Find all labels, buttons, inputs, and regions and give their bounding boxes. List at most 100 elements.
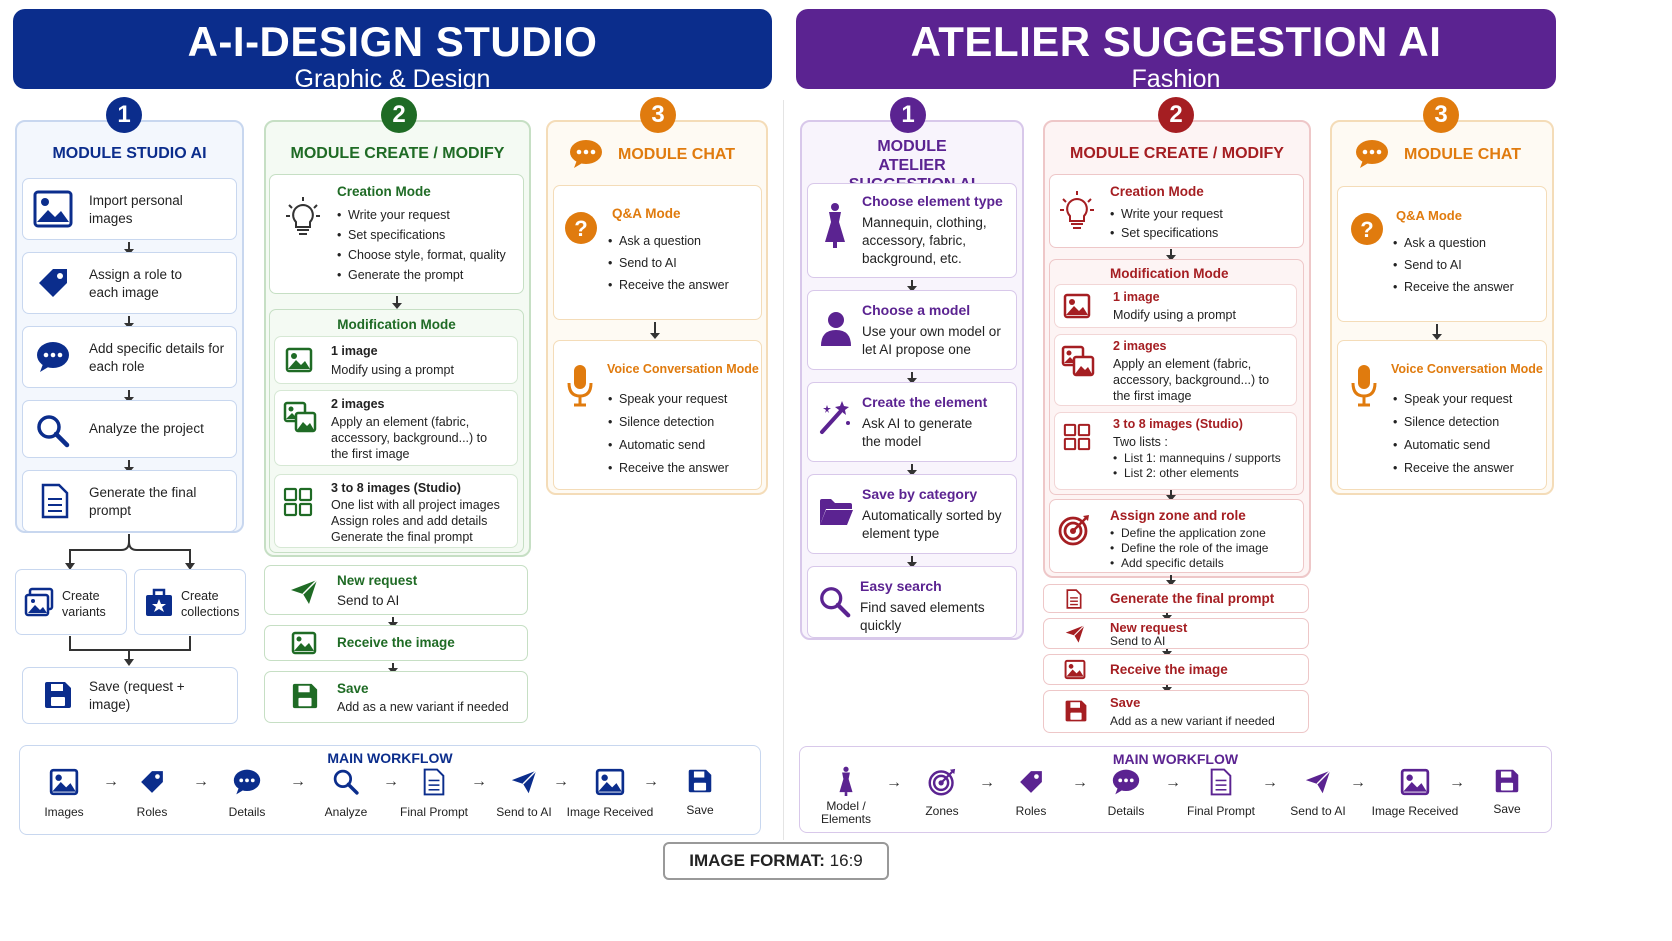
right-mod-3-8-images[interactable]: 3 to 8 images (Studio) Two lists : List … [1054, 412, 1297, 490]
left-voice-mode[interactable]: Voice Conversation Mode Speak your reque… [553, 340, 762, 490]
step-label: Save [686, 803, 714, 817]
label: 2 images [1113, 339, 1167, 353]
bullet: Receive the answer [1393, 276, 1514, 298]
left-mod-1-image[interactable]: 1 image Modify using a prompt [274, 336, 518, 384]
save-icon [45, 682, 71, 708]
bullet: Set specifications [337, 225, 506, 245]
document-icon [423, 768, 445, 796]
left-creation-bullets: Write your request Set specifications Ch… [337, 205, 506, 285]
right-qa-mode[interactable]: ? Q&A Mode Ask a question Send to AI Rec… [1337, 186, 1547, 322]
right-m1-save-category[interactable]: Save by category Automatically sorted by… [807, 474, 1017, 554]
label: Creation Mode [1110, 184, 1204, 199]
label: 3 to 8 images (Studio) [1113, 417, 1243, 431]
arrow: → [1449, 774, 1465, 791]
label: Find saved elements quickly [860, 600, 985, 633]
arrow [907, 464, 917, 476]
image-icon [1063, 293, 1091, 319]
grid-icon [283, 487, 313, 517]
arrow [907, 556, 917, 568]
right-creation-mode[interactable]: Creation Mode Write your request Set spe… [1049, 174, 1304, 248]
left-m1-number: 1 [106, 97, 142, 133]
save-icon [1495, 769, 1519, 793]
search-icon [820, 587, 851, 618]
search-icon [333, 769, 359, 795]
left-m1-save-card[interactable]: Save (request + image) [22, 667, 238, 724]
left-m1-item-role[interactable]: Assign a role to each image [22, 252, 237, 314]
bullet: Automatic send [1393, 434, 1514, 457]
left-qa-mode[interactable]: ? Q&A Mode Ask a question Send to AI Rec… [553, 185, 762, 320]
right-receive-image[interactable]: Receive the image [1043, 654, 1309, 685]
left-new-request[interactable]: New request Send to AI [264, 565, 528, 615]
arrow: → [643, 773, 659, 790]
workflow-step-roles: Roles [986, 768, 1076, 818]
right-main-workflow: MAIN WORKFLOW [799, 746, 1552, 833]
save-icon [688, 769, 712, 793]
left-m1-item-generate[interactable]: Generate the final prompt [22, 470, 237, 532]
arrow [907, 280, 917, 292]
arrow [907, 372, 917, 384]
right-voice-mode[interactable]: Voice Conversation Mode Speak your reque… [1337, 340, 1547, 490]
label: Modification Mode [1110, 266, 1229, 281]
right-m1-easy-search[interactable]: Easy search Find saved elements quickly [807, 566, 1017, 638]
left-m1-item-analyze[interactable]: Analyze the project [22, 400, 237, 458]
send-icon [1305, 770, 1331, 794]
label: Use your own model or let AI propose one [862, 324, 1001, 357]
label: Modify using a prompt [1113, 308, 1236, 322]
bullet: Ask a question [608, 230, 729, 252]
document-icon [1210, 768, 1232, 796]
grid-icon [1063, 423, 1091, 451]
right-mod-1-image[interactable]: 1 image Modify using a prompt [1054, 284, 1297, 328]
step-label: Send to AI [496, 805, 552, 819]
right-m1-create-element[interactable]: Create the element Ask AI to generate th… [807, 382, 1017, 462]
question-icon: ? [1351, 213, 1383, 245]
arrow [124, 316, 134, 329]
left-receive-image[interactable]: Receive the image [264, 625, 528, 661]
arrow: → [1350, 774, 1366, 791]
left-mod-3-8-images[interactable]: 3 to 8 images (Studio) One list with all… [274, 474, 518, 548]
step-label: Save [1493, 802, 1521, 816]
tag-icon [39, 269, 67, 297]
left-m1-item-import[interactable]: Import personal images [22, 178, 237, 240]
step-label: Zones [925, 804, 959, 818]
left-title: A-I-DESIGN STUDIO [187, 18, 598, 65]
step-label: Final Prompt [399, 805, 469, 819]
left-m1-item-label: Analyze the project [89, 421, 204, 436]
image-icon [49, 768, 79, 796]
step-label: Details [1107, 804, 1145, 818]
right-new-request[interactable]: New request Send to AI [1043, 618, 1309, 649]
arrow: → [1165, 774, 1181, 791]
left-modification-title: Modification Mode [337, 317, 456, 332]
bullet: Write your request [337, 205, 506, 225]
left-workflow-title: MAIN WORKFLOW [327, 750, 453, 766]
label: Assign zone and role [1110, 508, 1246, 523]
arrow [124, 242, 134, 255]
left-main-workflow: MAIN WORKFLOW [19, 745, 761, 835]
create-variants-card[interactable]: Create variants [15, 569, 127, 635]
bullet: List 1: mannequins / supports [1113, 451, 1281, 466]
left-mod-2-images[interactable]: 2 images Apply an element (fabric, acces… [274, 390, 518, 466]
step-label: Roles [136, 805, 168, 819]
workflow-step-model-elements: Model / Elements [801, 766, 891, 826]
step-label: Images [44, 805, 84, 819]
right-banner: ATELIER SUGGESTION AI Fashion [796, 9, 1556, 93]
left-creation-mode[interactable]: Creation Mode Write your request Set spe… [269, 174, 524, 294]
label: Q&A Mode [612, 206, 681, 221]
right-mod-2-images[interactable]: 2 images Apply an element (fabric, acces… [1054, 334, 1297, 406]
workflow-step-details: Details [1081, 768, 1171, 818]
bullet: Receive the answer [608, 274, 729, 296]
right-workflow-title: MAIN WORKFLOW [1112, 751, 1239, 767]
right-m2-save[interactable]: Save Add as a new variant if needed [1043, 690, 1309, 733]
right-m1-choose-element[interactable]: Choose element type Mannequin, clothing,… [807, 183, 1017, 278]
label: Easy search [860, 578, 942, 594]
left-m1-item-details[interactable]: Add specific details for each role [22, 326, 237, 388]
image-icon [1064, 659, 1086, 680]
right-assign-zone-role[interactable]: Assign zone and role Define the applicat… [1049, 499, 1304, 573]
format-label: IMAGE FORMAT: [689, 851, 825, 870]
arrow [1432, 324, 1442, 340]
right-m1-choose-model[interactable]: Choose a model Use your own model or let… [807, 290, 1017, 370]
left-m2-save[interactable]: Save Add as a new variant if needed [264, 671, 528, 723]
right-generate-final-prompt[interactable]: Generate the final prompt [1043, 584, 1309, 613]
create-collections-card[interactable]: Create collections [134, 569, 246, 635]
right-m2-title: MODULE CREATE / MODIFY [1070, 145, 1284, 162]
user-icon [821, 312, 851, 346]
